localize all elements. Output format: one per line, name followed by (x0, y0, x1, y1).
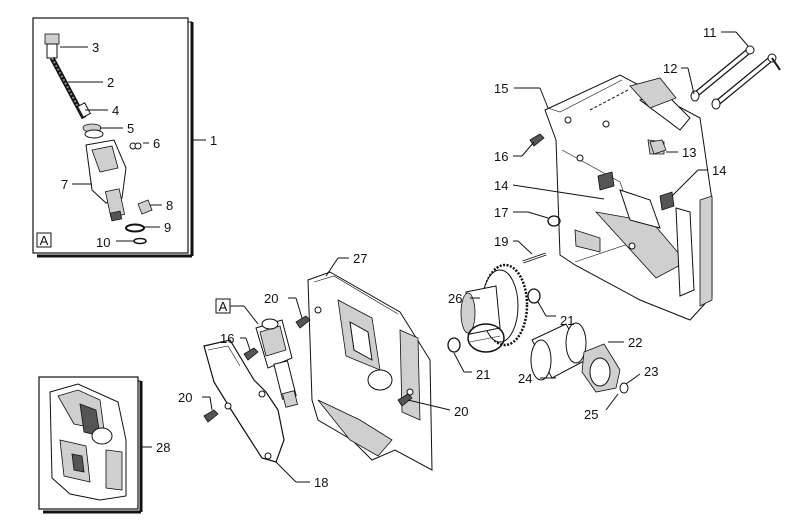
callout-16-lower: 16 (220, 331, 234, 346)
rear-frame-drawing (544, 74, 713, 321)
callout-20-bottom: 20 (454, 404, 468, 419)
gear-assembly-drawing (460, 263, 629, 394)
callout-6: 6 (153, 136, 160, 151)
callout-21-right: 21 (560, 313, 574, 328)
callout-14-left: 14 (494, 178, 508, 193)
inset-box-a: A (32, 17, 194, 258)
callout-18: 18 (314, 475, 328, 490)
assembled-unit-drawing (49, 383, 127, 501)
callout-17: 17 (494, 205, 508, 220)
callout-15: 15 (494, 81, 508, 96)
pipes-drawing (690, 45, 781, 110)
callout-20-left: 20 (178, 390, 192, 405)
callout-28: 28 (156, 440, 170, 455)
callout-9: 9 (164, 220, 171, 235)
front-valve-drawing (255, 318, 299, 408)
callout-27: 27 (353, 251, 367, 266)
callout-13: 13 (682, 145, 696, 160)
callout-8: 8 (166, 198, 173, 213)
inset-box-28 (38, 376, 143, 514)
inset-tag-a: A (40, 233, 49, 248)
callout-2: 2 (107, 75, 114, 90)
callout-11: 11 (703, 25, 717, 40)
plate-18-drawing (203, 339, 285, 463)
callout-7: 7 (61, 177, 68, 192)
callout-26: 26 (448, 291, 462, 306)
callout-22: 22 (628, 335, 642, 350)
callout-23: 23 (644, 364, 658, 379)
callout-10: 10 (96, 235, 110, 250)
callout-12: 12 (663, 61, 677, 76)
valve-assembly-drawing (44, 33, 153, 245)
callout-14-right: 14 (712, 163, 726, 178)
main-tag-a: A (219, 299, 228, 314)
callout-1: 1 (210, 133, 217, 148)
callout-19: 19 (494, 234, 508, 249)
callout-25: 25 (584, 407, 598, 422)
callout-5: 5 (127, 121, 134, 136)
front-frame-drawing (307, 271, 433, 471)
callout-20-top: 20 (264, 291, 278, 306)
callout-16-upper: 16 (494, 149, 508, 164)
callout-3: 3 (92, 40, 99, 55)
callout-24: 24 (518, 371, 532, 386)
callout-21-left: 21 (476, 367, 490, 382)
callout-4: 4 (112, 103, 119, 118)
